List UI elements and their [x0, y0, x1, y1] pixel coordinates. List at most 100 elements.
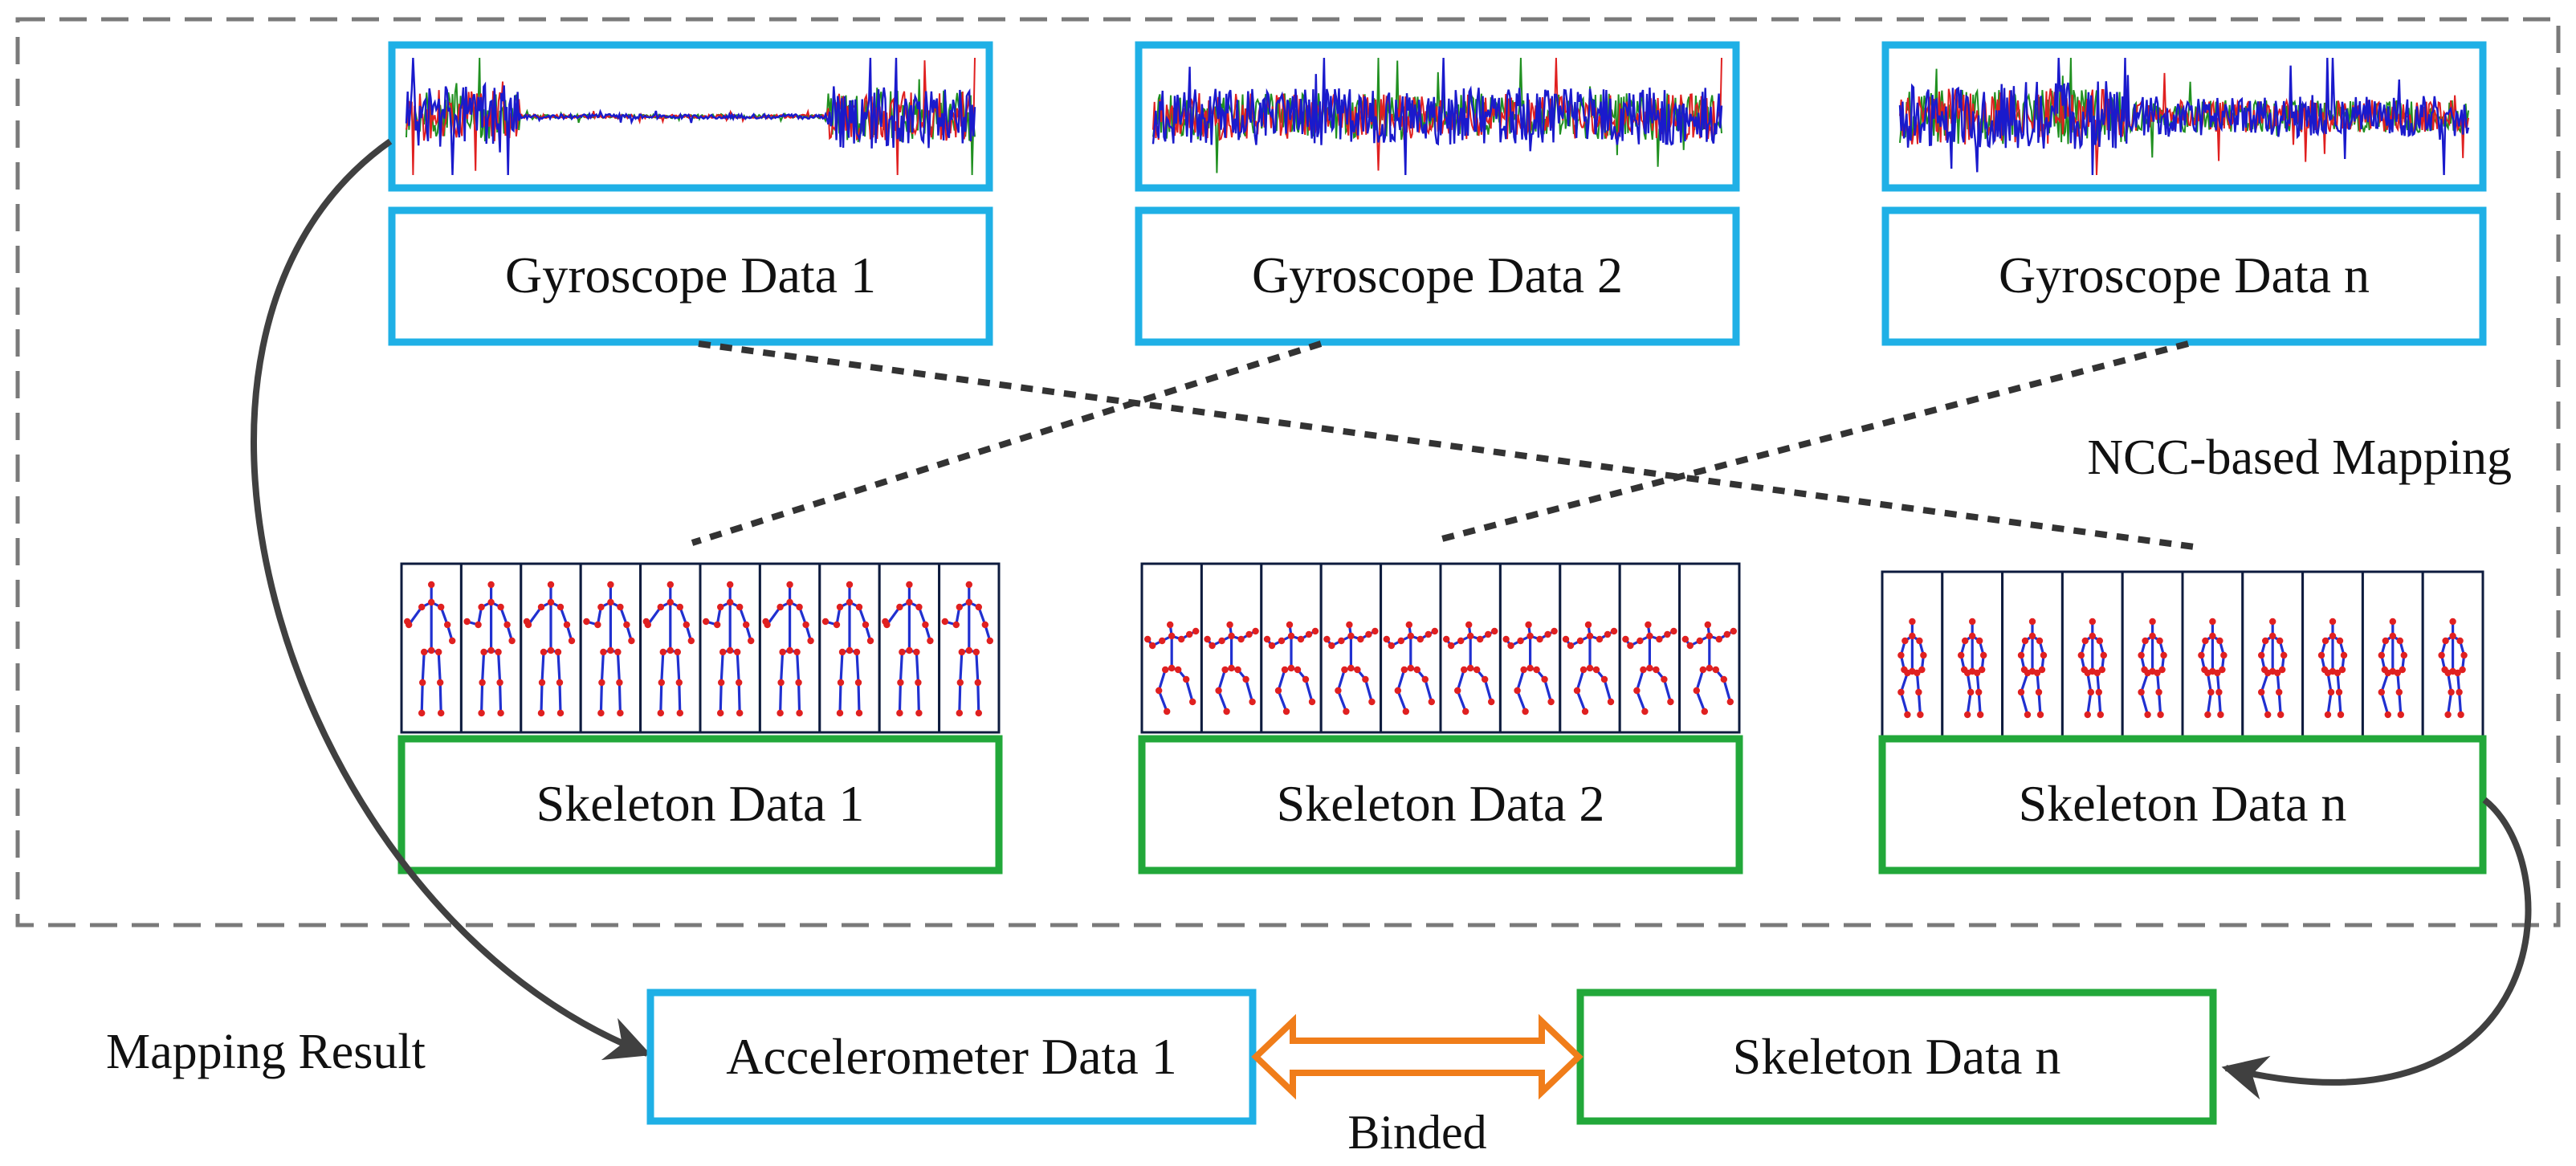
skeleton-joint	[1901, 637, 1909, 645]
skeleton-joint	[1467, 664, 1474, 672]
skeleton-joint	[862, 621, 870, 629]
skeleton-joint	[2017, 688, 2025, 696]
skeleton-joint	[2438, 651, 2445, 659]
skeleton-frames-2	[1140, 562, 1741, 734]
skeleton-joint	[2198, 651, 2205, 659]
skeleton-joint	[2084, 669, 2091, 677]
skeleton-joint	[1362, 675, 1369, 683]
skeleton-joint	[1294, 666, 1302, 674]
skeleton-bone	[1456, 668, 1465, 692]
skeleton-joint	[2204, 711, 2211, 719]
gyroscope-label-1: Gyroscope Data 1	[505, 247, 876, 304]
skeleton-joint	[2093, 669, 2101, 677]
skeleton-bone	[1966, 691, 1972, 716]
skeleton-joint	[1287, 632, 1295, 640]
skeleton-joint	[2209, 618, 2216, 626]
skeleton-joint	[438, 603, 445, 611]
skeleton-joint	[600, 648, 607, 656]
skeleton-bone	[540, 681, 544, 715]
skeleton-joint	[478, 709, 485, 717]
skeleton-joint	[2444, 669, 2452, 677]
skeleton-joint	[958, 648, 966, 656]
skeleton-joint	[1664, 630, 1671, 638]
skeleton-bone	[646, 605, 662, 626]
skeleton-joint	[2204, 669, 2211, 677]
skeleton-bone	[1722, 678, 1732, 703]
skeleton-joint	[568, 637, 576, 645]
skeleton-joint	[1305, 630, 1313, 638]
skeleton-bone	[1363, 678, 1374, 703]
skeleton-joint	[2017, 651, 2025, 659]
skeleton-joint	[2138, 688, 2145, 696]
skeleton-joint	[1969, 632, 1976, 640]
skeleton-joint	[2216, 637, 2223, 645]
skeleton-joint	[965, 598, 973, 606]
skeleton-joint	[1228, 632, 1235, 640]
skeleton-joint	[480, 648, 487, 656]
skeleton-joint	[1641, 707, 1649, 716]
skeleton-bone	[1396, 689, 1408, 713]
skeleton-joint	[1407, 632, 1415, 640]
skeleton-joint	[2276, 637, 2284, 645]
skeleton-joint	[1328, 642, 1335, 650]
skeleton-bone	[1456, 689, 1467, 713]
skeleton-joint	[975, 709, 983, 717]
skeleton-joint	[2395, 688, 2403, 696]
skeleton-joint	[554, 648, 562, 656]
skeleton-joint	[419, 679, 426, 687]
skeleton-bone	[1635, 668, 1645, 692]
skeleton-joint	[1610, 627, 1618, 635]
skeleton-joint	[2144, 711, 2151, 719]
skeleton-joint	[2456, 688, 2463, 696]
skeleton-joint	[1372, 627, 1379, 635]
skeleton-joint	[1917, 711, 1924, 719]
skeleton-joint	[1405, 621, 1413, 629]
gyroscope-signal-2	[1151, 57, 1723, 176]
skeleton-bone	[2447, 691, 2453, 716]
skeleton-joint	[1167, 621, 1174, 629]
skeleton-bone	[2217, 691, 2222, 716]
skeleton-joint	[2100, 651, 2107, 659]
skeleton-joint	[487, 598, 495, 606]
skeleton-joint	[2087, 688, 2094, 696]
skeleton-joint	[1365, 630, 1372, 638]
skeleton-joint	[1245, 630, 1253, 638]
skeleton-joint	[1311, 627, 1319, 635]
skeleton-bone	[2037, 691, 2042, 716]
skeleton-bone	[659, 681, 663, 715]
skeleton-bone	[556, 650, 561, 684]
skeleton-joint	[717, 603, 724, 611]
skeleton-bone	[1543, 678, 1553, 703]
signal-trace-blue	[1151, 57, 1723, 176]
skeleton-joint	[1544, 630, 1551, 638]
skeleton-joint	[1904, 669, 1911, 677]
skeleton-joint	[2202, 637, 2209, 645]
skeleton-joint	[597, 603, 605, 611]
skeleton-joint	[922, 621, 929, 629]
skeleton-joint	[418, 709, 426, 717]
accelerometer-box	[646, 989, 1257, 1125]
skeleton-joint	[1636, 637, 1644, 645]
skeleton-joint	[1562, 635, 1570, 643]
skeleton-joint	[836, 603, 844, 611]
skeleton-joint	[1347, 632, 1355, 640]
skeleton-joint	[1622, 635, 1629, 643]
skeleton-joint	[617, 603, 624, 611]
skeleton-joint	[657, 603, 664, 611]
skeleton-bone	[479, 681, 484, 715]
skeleton-joint	[2454, 669, 2461, 677]
skeleton-bone	[1662, 678, 1672, 703]
skeleton-joint	[2456, 637, 2464, 645]
skeleton-joint	[1346, 621, 1353, 629]
skeleton-joint	[1686, 642, 1694, 650]
skeleton-bone	[2020, 691, 2029, 716]
gyroscope-label-n: Gyroscope Data n	[1999, 247, 2370, 304]
skeleton-joint	[1218, 637, 1225, 645]
skeleton-joint	[1388, 642, 1396, 650]
skeleton-joint	[463, 618, 471, 626]
skeleton-joint	[2258, 688, 2265, 696]
skeleton-joint	[2149, 618, 2156, 626]
skeleton-joint	[674, 648, 681, 656]
skeleton-joint	[538, 679, 546, 687]
